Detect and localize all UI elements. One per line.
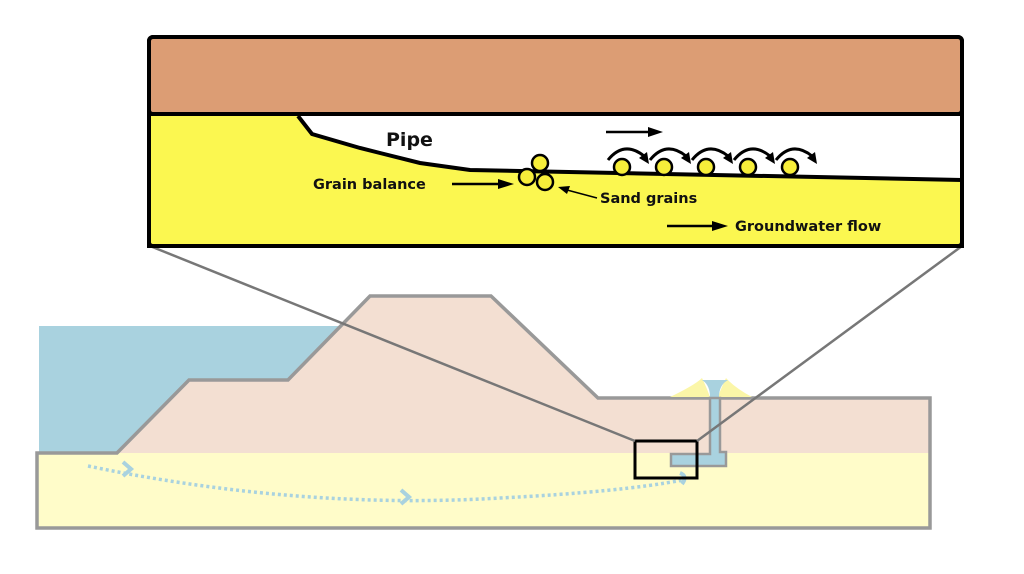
boil-sand-right bbox=[718, 378, 752, 397]
sand-grain bbox=[696, 157, 716, 177]
inset-detail: Pipe Grain balance Sand grains Groundwat… bbox=[147, 35, 964, 248]
label-sand-grains: Sand grains bbox=[600, 191, 697, 207]
grain-cluster bbox=[517, 153, 555, 192]
hop-arrow bbox=[648, 147, 687, 161]
sand-aquifer bbox=[37, 453, 930, 528]
sand-grain bbox=[780, 157, 800, 177]
transported-grain bbox=[606, 147, 649, 177]
hop-arrow bbox=[606, 147, 645, 161]
clay-layer bbox=[147, 35, 964, 116]
grain-balance-arrow bbox=[452, 179, 514, 189]
transported-grain bbox=[732, 147, 775, 177]
hop-arrowhead bbox=[639, 152, 649, 164]
transported-grain bbox=[690, 147, 733, 177]
sand-boil bbox=[670, 378, 752, 397]
flow-chevron-1 bbox=[121, 460, 135, 478]
zoom-box bbox=[633, 439, 699, 480]
sand-grain bbox=[654, 157, 674, 177]
zoom-line-left bbox=[149, 244, 636, 443]
hop-arrowhead bbox=[807, 152, 817, 164]
pipe-flow-arrow bbox=[606, 127, 663, 137]
zoom-line-right bbox=[696, 244, 963, 443]
cross-section bbox=[35, 294, 932, 530]
label-pipe: Pipe bbox=[386, 129, 433, 151]
label-groundwater-flow: Groundwater flow bbox=[735, 219, 881, 235]
sand-grain bbox=[535, 172, 555, 192]
dike-outline bbox=[35, 294, 932, 530]
transported-grains bbox=[606, 147, 817, 177]
hop-arrow bbox=[690, 147, 729, 161]
flow-chevron-2 bbox=[399, 488, 413, 506]
transported-grain bbox=[648, 147, 691, 177]
hop-arrowhead bbox=[723, 152, 733, 164]
inset-border bbox=[147, 35, 964, 248]
groundwater-flow-arrow bbox=[667, 221, 728, 231]
hop-arrow bbox=[774, 147, 813, 161]
boil-sand-left bbox=[670, 378, 710, 397]
dike-body bbox=[117, 296, 930, 455]
hop-arrow bbox=[732, 147, 771, 161]
hop-arrowhead bbox=[681, 152, 691, 164]
hop-arrowhead bbox=[765, 152, 775, 164]
sand-grains-arrow bbox=[558, 186, 598, 199]
sand-grain bbox=[517, 167, 537, 187]
boil-water-outflow bbox=[702, 380, 728, 397]
label-grain-balance: Grain balance bbox=[313, 177, 426, 193]
sand-grain bbox=[530, 153, 550, 173]
sand-grain bbox=[738, 157, 758, 177]
sand-grain bbox=[612, 157, 632, 177]
transported-grain bbox=[774, 147, 817, 177]
flow-path bbox=[87, 464, 684, 503]
